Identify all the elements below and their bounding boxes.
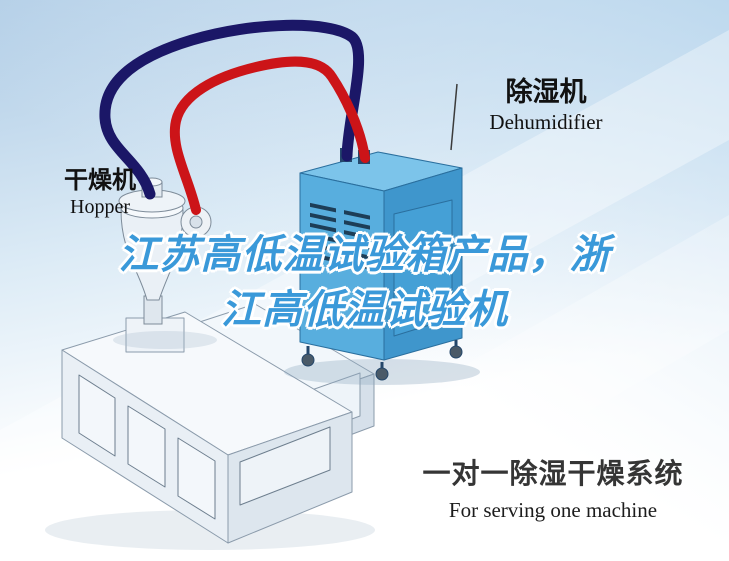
caption-zh: 一对一除湿干燥系统	[422, 458, 684, 489]
door-handle	[441, 248, 447, 262]
hopper-label-en: Hopper	[70, 196, 130, 219]
extruder-machine	[45, 303, 375, 550]
side-door	[393, 199, 453, 337]
extruder-panel	[127, 405, 166, 488]
watermark-title: 江苏高低温试验箱产品，浙 江高低温试验机	[0, 228, 729, 338]
hopper-label: 干燥机 Hopper	[48, 167, 152, 219]
hopper-label-zh: 干燥机	[64, 167, 136, 194]
extruder-panel	[177, 437, 216, 520]
dehumidifier-machine	[284, 148, 480, 385]
caption-en: For serving one machine	[448, 498, 658, 522]
hoses	[99, 19, 370, 215]
caster-wheel	[301, 353, 315, 367]
hopper-cone	[120, 209, 184, 301]
feeder-box	[125, 317, 185, 353]
caster-wheel	[375, 367, 389, 381]
watermark-line2: 江高低温试验机	[221, 288, 508, 333]
extruder-panel	[78, 374, 116, 457]
extruder-panel	[239, 426, 331, 506]
label-leader-line	[450, 83, 458, 151]
watermark-line1: 江苏高低温试验箱产品，浙	[118, 233, 611, 277]
dehumidifier-label: 除湿机 Dehumidifier	[462, 77, 630, 134]
system-caption: 一对一除湿干燥系统 For serving one machine	[398, 452, 708, 523]
dehumidifier-label-en: Dehumidifier	[489, 109, 603, 134]
vent-grille	[310, 202, 370, 270]
dehumidifier-label-zh: 除湿机	[505, 77, 587, 107]
caster-wheel	[449, 345, 463, 359]
dry-air-hose	[169, 56, 370, 215]
return-air-hose	[99, 19, 365, 200]
